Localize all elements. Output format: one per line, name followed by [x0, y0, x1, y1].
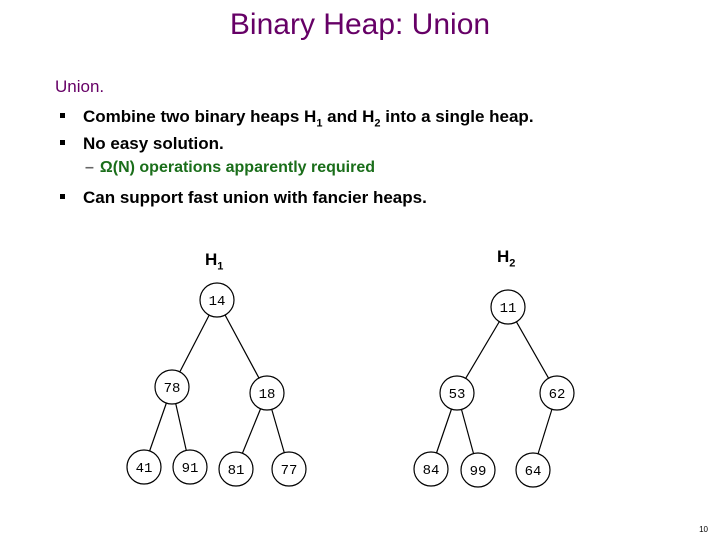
svg-text:99: 99 — [470, 464, 487, 480]
subbullet-dash: – — [85, 159, 94, 176]
heap-node: 77 — [271, 451, 307, 487]
heap-node: 62 — [539, 375, 575, 411]
subbullet-text: Ω(N) operations apparently required — [99, 159, 375, 176]
heap-node: 84 — [413, 451, 449, 487]
bullet-dot — [60, 113, 65, 118]
bullet-text: Combine two binary heaps H1 and H2 into … — [83, 107, 534, 130]
bullet-text: No easy solution. — [83, 134, 224, 153]
heap-node: 14 — [199, 282, 235, 318]
bullet-dot — [60, 194, 65, 199]
svg-text:78: 78 — [164, 381, 181, 397]
heap-node: 41 — [126, 449, 162, 485]
bullet-text: Can support fast union with fancier heap… — [83, 188, 427, 207]
svg-text:53: 53 — [449, 387, 466, 403]
heap-node: 18 — [249, 375, 285, 411]
svg-text:41: 41 — [136, 461, 153, 477]
heap-label-h1: H1 — [205, 250, 224, 273]
heap-node: 91 — [172, 449, 208, 485]
heap-node: 78 — [154, 369, 190, 405]
svg-text:18: 18 — [259, 387, 276, 403]
svg-text:77: 77 — [281, 463, 298, 479]
svg-text:11: 11 — [500, 301, 517, 317]
subbullet-omega: –Ω(N) operations apparently required — [85, 159, 375, 177]
svg-text:62: 62 — [549, 387, 566, 403]
page-number: 10 — [699, 525, 708, 534]
heap-node: 64 — [515, 452, 551, 488]
heap-node: 53 — [439, 375, 475, 411]
heap-node: 81 — [218, 451, 254, 487]
heap-node: 99 — [460, 452, 496, 488]
svg-text:91: 91 — [182, 461, 199, 477]
svg-text:64: 64 — [525, 464, 542, 480]
svg-text:81: 81 — [228, 463, 245, 479]
section-heading: Union. — [55, 77, 105, 96]
bullet-dot — [60, 140, 65, 145]
svg-text:14: 14 — [209, 294, 226, 310]
slide-title: Binary Heap: Union — [229, 8, 491, 41]
heap-label-h2: H2 — [497, 247, 516, 270]
heap-node: 11 — [490, 289, 526, 325]
svg-text:84: 84 — [423, 463, 440, 479]
